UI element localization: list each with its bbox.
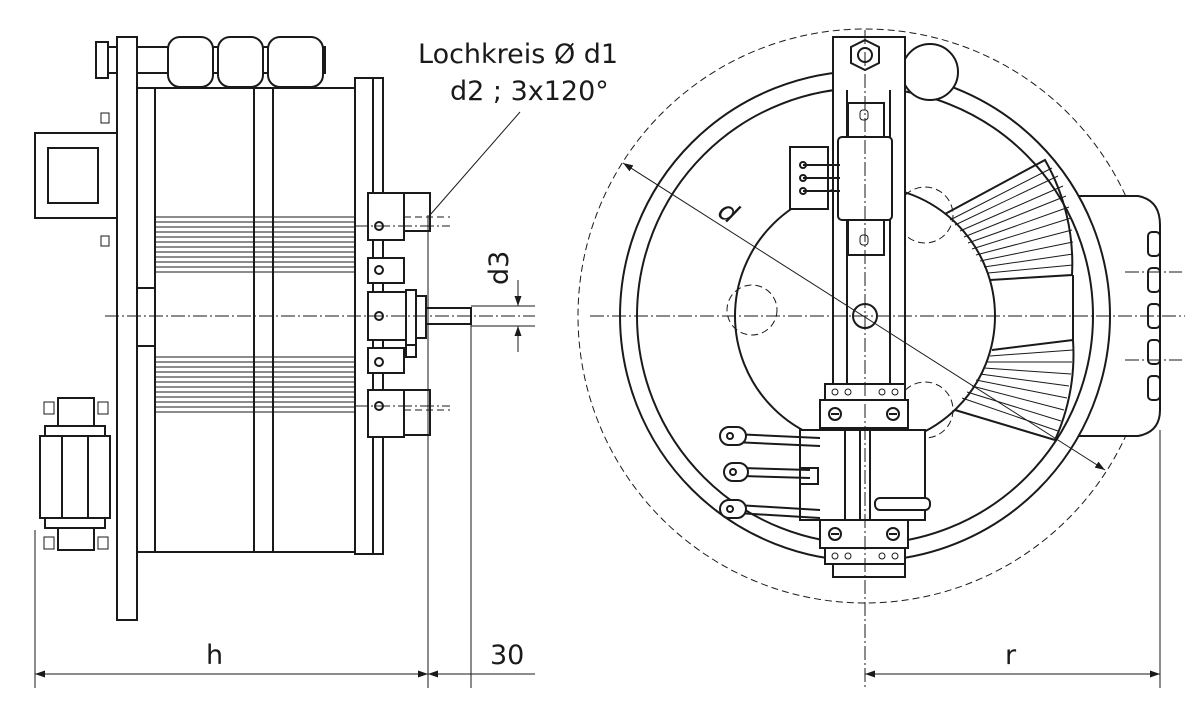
dim-h-label: h: [206, 640, 223, 671]
hole-circle-label-line2: d2 ; 3x120°: [450, 76, 609, 107]
plate-flange: [136, 87, 156, 553]
dim-r-label: r: [1005, 640, 1017, 671]
side-dimensions: Lochkreis Ø d1 d2 ; 3x120° d3 h 30: [34, 39, 618, 688]
control-box: [34, 112, 118, 247]
bottom-choke: [39, 397, 111, 551]
hole-circle-label-line1: Lochkreis Ø d1: [418, 39, 618, 70]
front-view: [577, 28, 1185, 690]
side-view: [34, 36, 535, 621]
dim-d3-label: d3: [484, 251, 515, 285]
dim-30-label: 30: [490, 640, 524, 671]
winding-body: [154, 87, 356, 553]
front-dimensions: d r: [622, 162, 1161, 688]
front-plate: [116, 36, 138, 621]
top-roller-rod: [95, 36, 326, 88]
